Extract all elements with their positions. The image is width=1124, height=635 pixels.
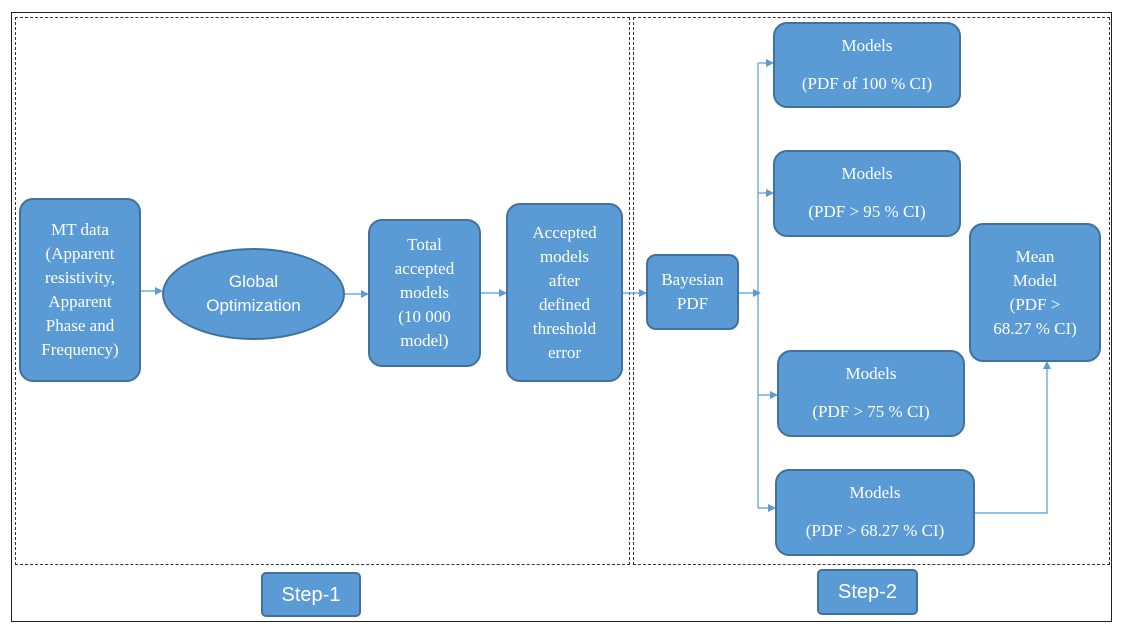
step2-region [633, 17, 1110, 565]
models-6827-title: Models [849, 483, 901, 502]
accepted-after-line: defined [539, 294, 590, 314]
mean-model-line: (PDF > [1009, 294, 1061, 314]
mt-data-line: resistivity, [44, 268, 116, 287]
total-accepted-line: (10 000 [398, 307, 451, 326]
mt-data-line: MT data [51, 220, 109, 239]
mt-data-line: Apparent [48, 292, 112, 311]
step2-label: Step-2 [817, 569, 918, 615]
global-optimization-line: Global [228, 272, 279, 291]
models-95-sub: (PDF > 95 % CI) [808, 202, 926, 221]
models-75-sub: (PDF > 75 % CI) [812, 402, 930, 421]
bayesian-pdf-node: Bayesian PDF [646, 254, 739, 330]
mt-data-line: Phase and [45, 316, 115, 335]
step1-region [15, 17, 630, 565]
models-75-title: Models [845, 364, 897, 383]
accepted-after-line: Accepted [532, 222, 597, 242]
accepted-after-line: threshold [532, 318, 597, 338]
step2-text: Step-2 [838, 581, 897, 603]
bayesian-line: PDF [676, 294, 709, 313]
outer-frame [11, 12, 1112, 622]
models-6827-node: Models (PDF > 68.27 % CI) [775, 469, 975, 556]
models-95-node: Models (PDF > 95 % CI) [773, 150, 961, 237]
models-75-node: Models (PDF > 75 % CI) [777, 350, 965, 437]
mean-model-line: Model [1012, 270, 1058, 290]
total-accepted-line: model) [400, 331, 449, 350]
mean-model-line: 68.27 % CI) [993, 318, 1077, 338]
mean-model-node: Mean Model (PDF > 68.27 % CI) [969, 223, 1101, 362]
accepted-after-line: after [548, 270, 581, 290]
total-accepted-line: accepted [394, 259, 455, 278]
total-accepted-line: models [399, 283, 450, 302]
step1-label: Step-1 [261, 572, 361, 617]
total-accepted-line: Total [407, 235, 442, 254]
global-optimization-line: Optimization [206, 296, 301, 315]
mt-data-line: Frequency) [41, 340, 119, 359]
mt-data-line: (Apparent [45, 244, 115, 263]
models-100-node: Models (PDF of 100 % CI) [773, 22, 961, 108]
accepted-after-line: error [547, 342, 582, 362]
models-6827-sub: (PDF > 68.27 % CI) [805, 521, 945, 540]
step1-text: Step-1 [281, 583, 341, 606]
mean-model-line: Mean [1015, 246, 1055, 266]
arrow-6827-to-mean [975, 361, 1051, 514]
models-95-title: Models [841, 164, 893, 183]
models-100-title: Models [841, 36, 893, 55]
models-100-sub: (PDF of 100 % CI) [801, 74, 933, 93]
global-optimization-node: Global Optimization [162, 248, 345, 340]
mt-data-node: MT data (Apparent resistivity, Apparent … [19, 198, 141, 382]
accepted-after-threshold-node: Accepted models after defined threshold … [506, 203, 623, 382]
bayesian-line: Bayesian [661, 270, 724, 289]
accepted-after-line: models [539, 246, 590, 266]
total-accepted-node: Total accepted models (10 000 model) [368, 219, 481, 367]
